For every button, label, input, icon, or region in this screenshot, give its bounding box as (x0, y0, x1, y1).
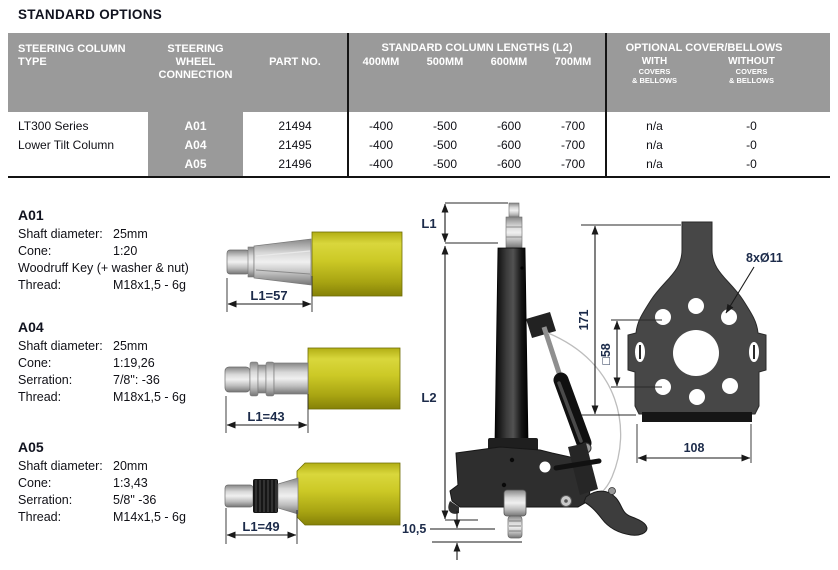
gas-spring-cylinder (553, 372, 592, 451)
part-no-1: 21494 (278, 119, 312, 133)
release-pedal (583, 490, 648, 536)
header-lengths-title: STANDARD COLUMN LENGTHS (L2) (381, 42, 573, 54)
spec-a05-title: A05 (18, 439, 44, 455)
shaft-tip (224, 484, 254, 508)
shaft-diagram-a04: L1=43 (224, 347, 401, 433)
header-lengths-group: STANDARD COLUMN LENGTHS (L2) 400MM 500MM… (347, 33, 605, 112)
part-no-3: 21496 (278, 157, 312, 171)
release-pin-bar (553, 458, 602, 471)
dim-label-l1-57: L1=57 (250, 288, 287, 303)
cell-column-type: LT300 Series Lower Tilt Column (8, 112, 148, 176)
bracket-bottom-band (642, 412, 752, 422)
col-500mm-values: -500 -500 -500 (432, 119, 458, 171)
header-covers-group: OPTIONAL COVER/BELLOWS WITH COVERS & BEL… (605, 33, 830, 112)
header-700mm: 700MM (554, 56, 592, 68)
header-500mm: 500MM (426, 56, 464, 68)
bolt-hole (688, 298, 704, 314)
header-part-no: PART NO. (269, 56, 321, 68)
dim-label-l1: L1 (421, 216, 436, 231)
header-lengths-subrow: 400MM 500MM 600MM 700MM (349, 56, 605, 68)
pedal-pivot (608, 487, 616, 495)
shaft-body (273, 362, 309, 395)
page-title: STANDARD OPTIONS (18, 7, 163, 22)
cell-lengths: -400 -400 -400 -500 -500 -500 -600 -600 … (347, 112, 605, 176)
shaft-cone (277, 477, 299, 515)
dim-label-108: 108 (684, 441, 705, 455)
dim-label-l2: L2 (421, 390, 436, 405)
collar-groove (257, 364, 267, 394)
bolt-thread (507, 515, 523, 539)
shaft-cone (253, 238, 312, 286)
dim-label-l1-49: L1=49 (242, 519, 279, 534)
shaft-diagram-a05: L1=49 (224, 462, 401, 544)
header-with-covers: WITH COVERS & BELLOWS (632, 56, 677, 85)
collar-ring-1 (249, 361, 259, 397)
header-without-covers: WITHOUT COVERS & BELLOWS (728, 56, 775, 85)
bracket-front-view: 8xØ11 171 □58 108 (578, 221, 783, 463)
spec-a01-title: A01 (18, 207, 44, 223)
col-400mm-values: -400 -400 -400 (368, 119, 394, 171)
dim-label-10-5: 10,5 (402, 522, 426, 536)
bracket-hook (448, 501, 459, 514)
header-400mm: 400MM (362, 56, 400, 68)
col-600mm-values: -600 -600 -600 (496, 119, 522, 171)
shaft-diagram-a01: L1=57 (226, 231, 403, 312)
bolt-hole (689, 389, 705, 405)
table-data-rows: LT300 Series Lower Tilt Column A01 A04 A… (8, 112, 830, 176)
bolt-hole (722, 378, 738, 394)
cell-connections: A01 A04 A05 (148, 112, 243, 176)
dim-label-l1-43: L1=43 (247, 409, 284, 424)
header-600mm: 600MM (490, 56, 528, 68)
table-header-row: STEERING COLUMN TYPE STEERING WHEEL CONN… (8, 33, 830, 112)
yellow-tube (296, 462, 401, 526)
spec-block-a05: A05 Shaft diameter:20mm Cone:1:3,43 Serr… (18, 438, 228, 526)
shaft-tip (226, 249, 250, 275)
connection-a05: A05 (184, 157, 207, 171)
spec-block-a01: A01 Shaft diameter:25mm Cone:1:20 Woodru… (18, 206, 228, 294)
upper-shaft (505, 216, 523, 249)
dim-label-58: □58 (599, 343, 613, 365)
type-line-1: LT300 Series (18, 119, 89, 133)
center-bore (673, 330, 719, 376)
release-lever (568, 443, 598, 495)
cell-covers: n/a n/a n/a -0 -0 -0 (605, 112, 830, 176)
shaft-tip (224, 366, 251, 393)
cell-part-numbers: 21494 21495 21496 (243, 112, 347, 176)
spec-a04-title: A04 (18, 319, 44, 335)
bracket-plate (627, 221, 767, 415)
header-steering-wheel-connection: STEERING WHEEL CONNECTION (158, 43, 233, 81)
header-steering-column-type: STEERING COLUMN TYPE (18, 43, 126, 68)
col-with-covers-values: n/a n/a n/a (646, 119, 663, 171)
col-without-covers-values: -0 -0 -0 (746, 119, 757, 171)
shaft-collar (247, 246, 255, 278)
part-no-2: 21495 (278, 138, 312, 152)
bolt-hole (721, 309, 737, 325)
spline-ridges (255, 480, 277, 512)
yellow-tube (307, 347, 401, 410)
spec-block-a04: A04 Shaft diameter:25mm Cone:1:19,26 Ser… (18, 318, 228, 406)
connection-a04: A04 (184, 138, 207, 152)
yellow-tube (311, 231, 403, 297)
lower-shaft-bolt (503, 489, 527, 517)
column-side-view: L1 L2 10,5 (402, 202, 648, 560)
collar-ring-2 (265, 361, 275, 397)
connection-a01: A01 (184, 119, 207, 133)
column-tube (494, 247, 529, 443)
col-700mm-values: -700 -700 -700 (560, 119, 586, 171)
bolt-hole (655, 379, 671, 395)
serration-splines (253, 479, 278, 513)
bolt-hole (655, 309, 671, 325)
tube-dot (520, 266, 524, 270)
dim-label-171: 171 (578, 310, 591, 331)
bracket-hole (539, 461, 551, 473)
options-table: STEERING COLUMN TYPE STEERING WHEEL CONN… (8, 33, 830, 178)
spring-mount-plate (526, 312, 556, 338)
type-line-2: Lower Tilt Column (18, 138, 115, 152)
dim-label-holes: 8xØ11 (746, 251, 783, 265)
leader-line-holes (725, 266, 755, 314)
header-covers-title: OPTIONAL COVER/BELLOWS (625, 42, 783, 54)
upper-shaft-tip (508, 202, 520, 219)
mounting-bracket-side (449, 446, 591, 508)
